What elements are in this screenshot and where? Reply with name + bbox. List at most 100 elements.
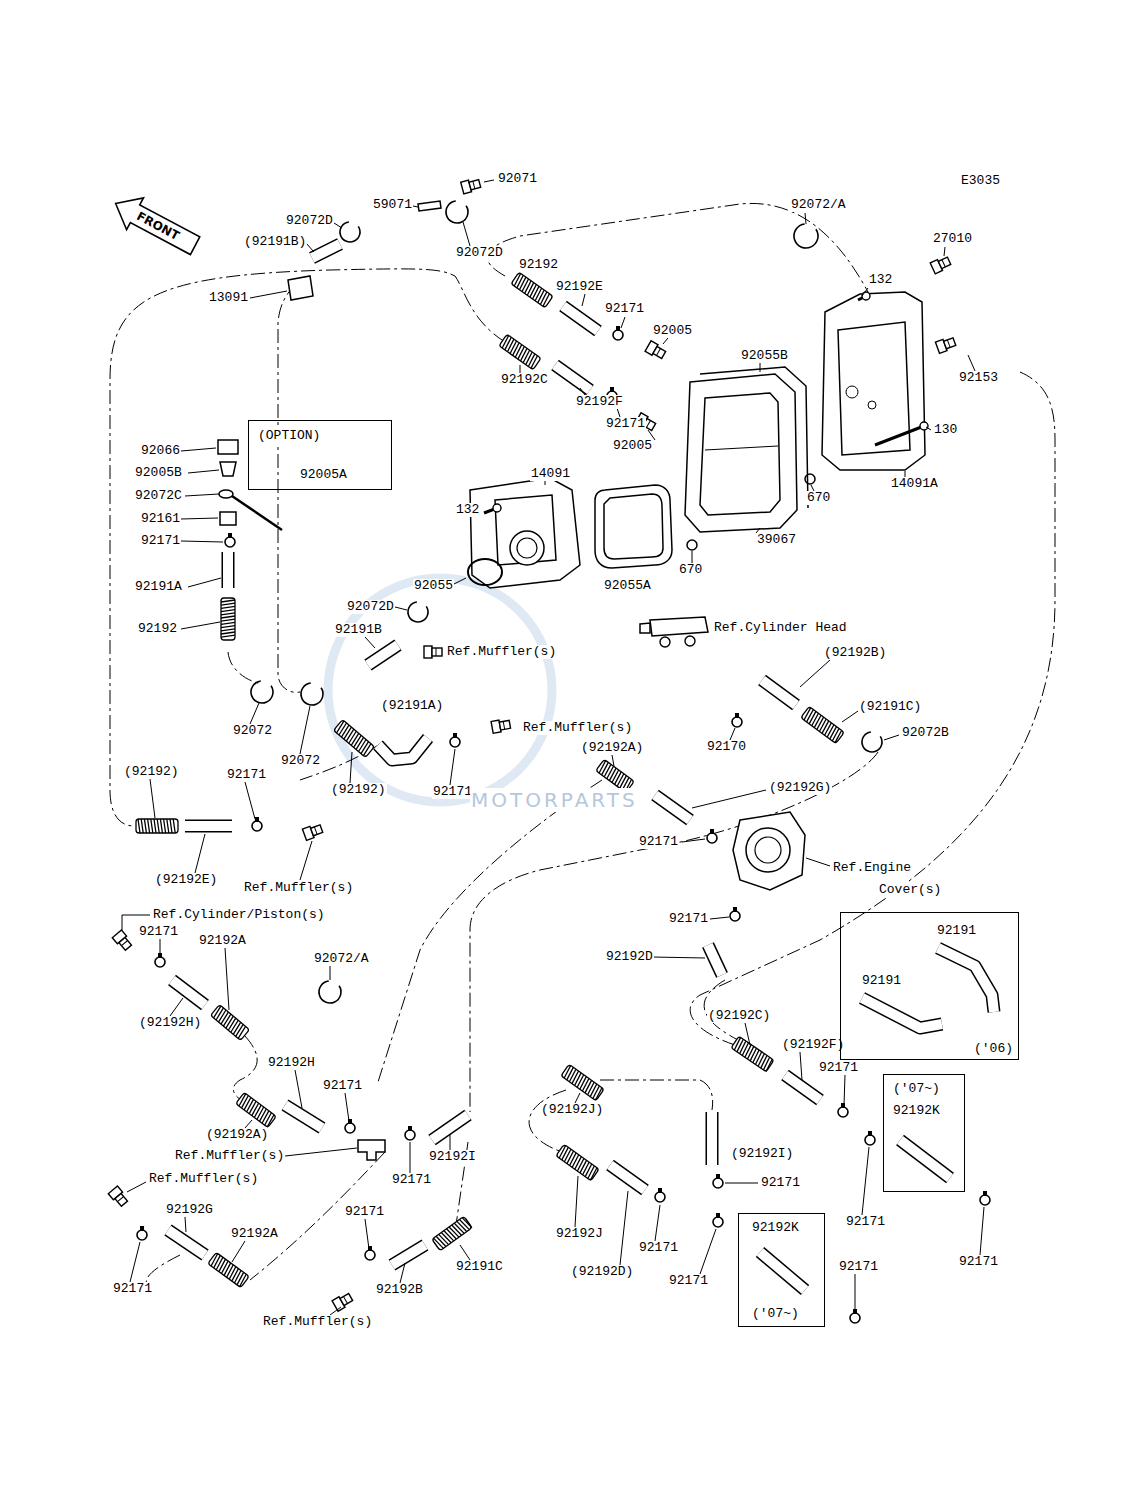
cover-port (868, 401, 876, 409)
callout-number: (92191C) (858, 700, 922, 714)
leader-line (330, 1307, 341, 1315)
box-text: 92005A (299, 468, 348, 482)
strap-92072C (219, 490, 233, 498)
spring-coil (362, 744, 373, 756)
hose (712, 1112, 713, 1165)
hose-clamp (732, 713, 742, 727)
leader-line (454, 578, 466, 584)
leader-line (250, 703, 259, 724)
spring-body (208, 1252, 249, 1287)
leader-line (245, 1120, 252, 1128)
hose-fitting (108, 1186, 129, 1208)
leader-line (968, 355, 975, 371)
leader-line (884, 735, 899, 740)
leader-line (692, 790, 766, 808)
spring-coil (141, 819, 143, 833)
clamp-tab (408, 1126, 412, 1131)
callout-number: Cover(s) (878, 883, 942, 897)
clamp-tab (255, 817, 259, 822)
callout-number: 92192F (575, 395, 624, 409)
callout-number: (92192C) (707, 1009, 771, 1023)
bolt-shank (875, 426, 924, 445)
leader-line (195, 834, 205, 873)
leader-line (855, 1274, 856, 1311)
callout-number: (92192A) (580, 741, 644, 755)
clamp-tab (983, 1191, 987, 1196)
callout-number: (92192D) (570, 1265, 634, 1279)
watermark: MOTORPARTS (470, 788, 639, 812)
clamp-ring (838, 1107, 848, 1117)
leader-line (130, 1242, 140, 1282)
engine-cover (733, 812, 805, 890)
leader-line (188, 470, 219, 473)
clamp-ring (450, 737, 460, 747)
hose-clamp (252, 817, 262, 831)
callout-number: Ref.Cylinder/Piston(s) (152, 908, 326, 922)
hose (708, 945, 722, 975)
leader-line (181, 622, 220, 629)
hose-clamp (450, 733, 460, 747)
leader-line (745, 1023, 750, 1045)
fitting-thread (118, 1196, 124, 1201)
hose (862, 998, 942, 1028)
spring-coil (221, 629, 235, 631)
box-text: 92191 (861, 974, 902, 988)
callout-number: 92192I (428, 1150, 477, 1164)
cover-39067 (685, 374, 797, 532)
callout-number: 92171 (322, 1079, 363, 1093)
hose-clamp (865, 1131, 875, 1145)
fitting-thread (436, 648, 437, 656)
callout-number: 27010 (932, 232, 973, 246)
spring-coil (221, 622, 235, 624)
leader-line (350, 752, 352, 783)
spring-body (499, 334, 541, 369)
hose-body (168, 1230, 205, 1255)
hose-outline (610, 1165, 645, 1190)
leader-line (410, 1142, 411, 1173)
leader-line (692, 551, 693, 563)
spring-coil (154, 819, 156, 833)
callout-number: 92171 (140, 534, 181, 548)
hose-body (760, 1252, 805, 1290)
hose-outline (655, 795, 690, 820)
callout-number: 130 (933, 423, 958, 437)
leader-line (334, 223, 342, 228)
leader-line (400, 1263, 405, 1283)
fitting-nipple (653, 347, 666, 359)
callout-number: Ref.Muffler(s) (262, 1315, 373, 1329)
leader-line (365, 1219, 369, 1249)
hose-clamp (155, 953, 165, 967)
box-heading: (OPTION) (257, 429, 321, 443)
clamp-tab (228, 533, 232, 538)
callout-number: 92171 (638, 1241, 679, 1255)
callout-number: (92191B) (243, 235, 307, 249)
fitting-nub (660, 637, 670, 647)
variant-box: 92192K('07~) (738, 1213, 825, 1327)
hose (760, 1252, 805, 1290)
hose (368, 645, 398, 665)
hose (610, 1165, 645, 1190)
fitting-thread (656, 349, 660, 356)
clamp-ring (850, 1313, 860, 1323)
leader-line (700, 1229, 716, 1274)
retaining-band (340, 222, 360, 242)
box-heading: 92191 (936, 924, 977, 938)
fitting-thread (947, 340, 950, 348)
callout-number: 92072C (134, 489, 183, 503)
spring-coil (221, 603, 235, 605)
retaining-band (251, 681, 273, 703)
box-heading: 92192K (751, 1221, 800, 1235)
leader-line (127, 1182, 146, 1192)
gasket-92055A (595, 485, 672, 568)
hose-outline (938, 948, 994, 1012)
callout-number: 92171 (391, 1173, 432, 1187)
fitting-nub (685, 636, 695, 646)
gasket-inner (604, 494, 663, 559)
tee-fitting (358, 1140, 385, 1160)
o-ring-670 (687, 540, 697, 550)
callout-number: 92191C (455, 1260, 504, 1274)
callout-number: 92192A (198, 934, 247, 948)
retaining-band (408, 602, 428, 622)
callout-number: 92171 (760, 1176, 801, 1190)
leader-line (842, 711, 858, 722)
